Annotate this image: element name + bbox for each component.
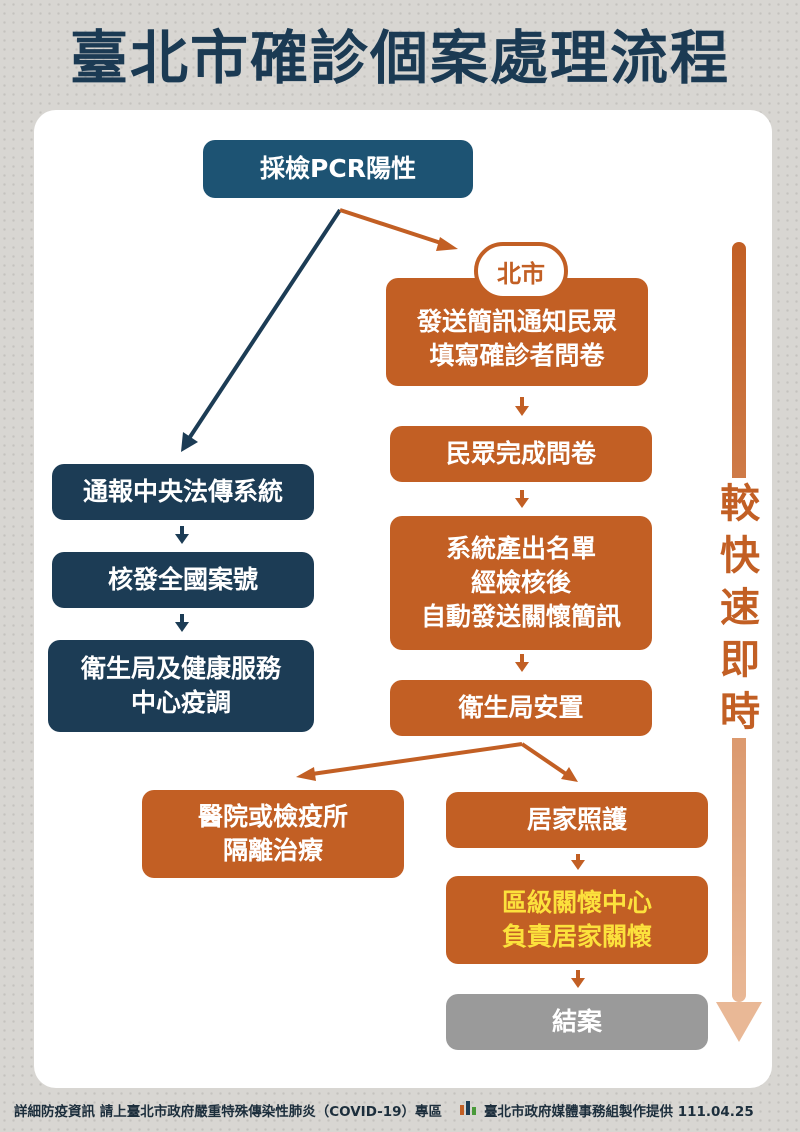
- questionnaire-done-box: 民眾完成問卷: [390, 426, 652, 482]
- arrowhead-district-to-closed: [571, 978, 585, 988]
- taipei-logo-icon: [460, 1101, 476, 1115]
- home-care-box: 居家照護: [446, 792, 708, 848]
- system-list-line-3: 自動發送關懷簡訊: [420, 602, 621, 631]
- arrowhead-case-number-to-investigation: [175, 622, 189, 632]
- start-box-pcr-positive: 採檢PCR陽性: [203, 140, 473, 198]
- arrowhead-system-to-placement: [515, 662, 529, 672]
- system-list-line-2: 經檢核後: [470, 568, 571, 597]
- case-closed-box: 結案: [446, 994, 708, 1050]
- arrowhead-home-care-to-district: [571, 860, 585, 870]
- arrowhead-report-to-case-number: [175, 534, 189, 544]
- sms-notify-line-1: 發送簡訊通知民眾: [416, 307, 617, 336]
- investigation-box: 衛生局及健康服務 中心疫調: [48, 640, 314, 732]
- sms-notify-line-2: 填寫確診者問卷: [429, 341, 605, 370]
- connector-placement-to-hospital: [311, 742, 523, 776]
- system-list-box: 系統產出名單 經檢核後 自動發送關懷簡訊: [390, 516, 652, 650]
- hospital-line-1: 醫院或檢疫所: [197, 802, 348, 831]
- connector-placement-to-home-care: [520, 742, 568, 776]
- investigation-line-2: 中心疫調: [130, 688, 231, 717]
- arrowhead-placement-to-hospital: [296, 767, 316, 781]
- speed-arrow-head: [716, 1002, 762, 1042]
- health-bureau-placement-box: 衛生局安置: [390, 680, 652, 736]
- speed-label-text: 較快速即時: [720, 481, 760, 735]
- connector-start-to-report: [188, 208, 342, 439]
- report-central-box: 通報中央法傳系統: [52, 464, 314, 520]
- arrowhead-start-to-report: [181, 432, 198, 452]
- hospital-line-2: 隔離治療: [222, 836, 323, 865]
- arrowhead-start-to-sms: [436, 237, 458, 251]
- district-center-line-2: 負責居家關懷: [501, 922, 652, 951]
- system-list-line-1: 系統產出名單: [445, 534, 596, 563]
- district-center-box: 區級關懷中心 負責居家關懷: [446, 876, 708, 964]
- case-number-box: 核發全國案號: [52, 552, 314, 608]
- arrowhead-sms-to-questionnaire: [515, 406, 529, 416]
- speed-label: 較快速即時: [708, 478, 772, 738]
- hospital-isolation-box: 醫院或檢疫所 隔離治療: [142, 790, 404, 878]
- footer-credit-text: 臺北市政府媒體事務組製作提供 111.04.25: [484, 1104, 754, 1120]
- page-title: 臺北市確診個案處理流程: [69, 24, 730, 92]
- arrowhead-questionnaire-to-system: [515, 498, 529, 508]
- investigation-line-1: 衛生局及健康服務: [80, 654, 281, 683]
- footer-info-text: 詳細防疫資訊 請上臺北市政府嚴重特殊傳染性肺炎（COVID-19）專區: [14, 1104, 443, 1120]
- taipei-badge: 北市: [474, 242, 568, 300]
- connector-start-to-sms: [339, 208, 445, 246]
- district-center-line-1: 區級關懷中心: [501, 888, 652, 917]
- arrowhead-placement-to-home-care: [561, 767, 578, 782]
